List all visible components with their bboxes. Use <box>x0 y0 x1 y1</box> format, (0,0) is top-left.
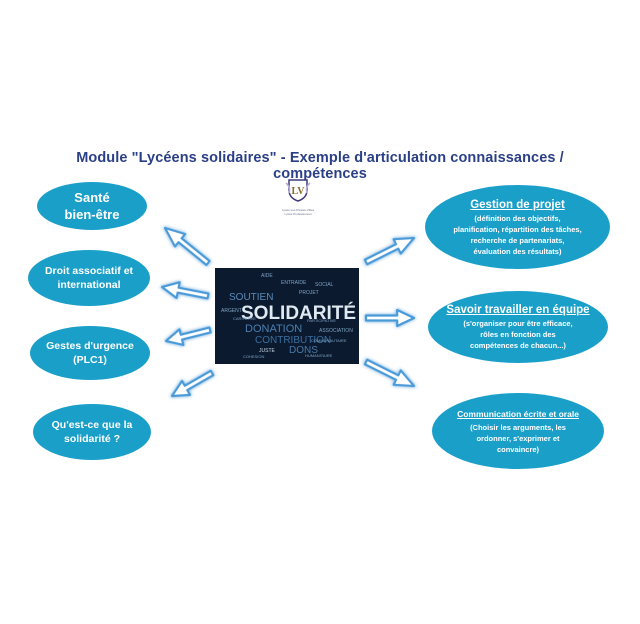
arrow-to-gestion <box>362 231 417 269</box>
node-gestes-urgence: Gestes d'urgence (PLC1) <box>30 326 150 380</box>
word-cloud-word: JUSTE <box>259 348 275 354</box>
word-cloud-word: CARITATIVE <box>233 316 256 321</box>
node-sante-line1: Santé <box>74 190 110 205</box>
node-sante-line2: bien-être <box>64 207 120 222</box>
word-cloud-word: ARGENT <box>221 308 242 314</box>
node-travail-equipe: Savoir travailler en équipe (s'organiser… <box>428 291 608 363</box>
word-cloud-word: PARTICIPATIVE <box>307 318 337 323</box>
node-gestion-sub-3: recherche de partenariats, <box>470 235 565 245</box>
node-equipe-head: Savoir travailler en équipe <box>446 304 590 316</box>
word-cloud-word: SOCIAL <box>315 282 334 288</box>
word-cloud-word: DONS <box>289 345 318 356</box>
node-comm-sub-3: convaincre) <box>496 445 540 454</box>
node-equipe-sub: (s'organiser pour être efficace, rôles e… <box>463 318 572 351</box>
node-comm-head: Communication écrite et orale <box>457 409 579 419</box>
word-cloud-main: SOLIDARITÉ <box>241 303 357 324</box>
node-comm-sub-2: ordonner, s'exprimer et <box>476 434 560 443</box>
word-cloud-word: DONATION <box>245 323 303 335</box>
word-cloud-word: ASSOCIATION <box>319 328 353 334</box>
arrow-to-equipe <box>366 310 414 326</box>
arrow-to-question <box>168 366 216 403</box>
node-gestion-sub-4: évaluation des résultats) <box>473 246 562 256</box>
page-title: Module "Lycéens solidaires" - Exemple d'… <box>76 150 564 182</box>
logo-text: Lycée Les Plessis-Viltes <box>281 208 315 212</box>
node-gestion-head: Gestion de projet <box>470 198 565 211</box>
arrow-to-droit <box>160 279 209 304</box>
arrow-to-gestes <box>164 322 212 349</box>
node-solidarite-question: Qu'est-ce que la solidarité ? <box>33 404 151 460</box>
node-gestion-sub: (définition des objectifs, planification… <box>453 213 581 257</box>
word-cloud-word: COHESION <box>243 354 265 359</box>
shield-icon: LV <box>285 179 311 202</box>
node-equipe-sub-2: rôles en fonction des <box>480 330 556 339</box>
node-sante: Santé bien-être <box>37 182 147 230</box>
node-gestion-sub-2: planification, répartition des tâches, <box>453 224 582 234</box>
school-logo: LV Lycée Les Plessis-Viltes Lycée Profes… <box>268 177 328 227</box>
node-droit-associatif: Droit associatif et international <box>28 250 150 306</box>
word-cloud-word: PROJET <box>299 290 319 296</box>
node-communication: Communication écrite et orale (Choisir l… <box>432 393 604 469</box>
word-cloud-word: ENTRAIDE <box>281 280 307 286</box>
word-cloud-word: AIDE <box>261 273 273 279</box>
logo-subtext: Lycée Professionnel <box>284 212 312 216</box>
solidarity-word-cloud: SOLIDARITÉ DONATION CONTRIBUTION SOUTIEN… <box>215 268 359 364</box>
node-comm-sub: (Choisir les arguments, les ordonner, s'… <box>470 422 566 455</box>
arrow-to-sante <box>160 222 213 269</box>
node-gestes-line1: Gestes d'urgence <box>46 340 134 352</box>
node-question-line1: Qu'est-ce que la <box>51 419 133 431</box>
node-gestion-projet: Gestion de projet (définition des object… <box>425 185 610 269</box>
word-cloud-word: CONTRIBUTION <box>255 335 332 346</box>
node-droit-line2: international <box>57 279 121 291</box>
svg-text:LV: LV <box>292 186 306 197</box>
word-cloud-word: HUMANITAIRE <box>305 353 333 358</box>
arrow-to-communication <box>362 355 417 393</box>
node-gestes-line2: (PLC1) <box>73 354 107 366</box>
word-cloud-word: SOUTIEN <box>229 292 274 303</box>
node-droit-line1: Droit associatif et <box>44 265 134 277</box>
node-equipe-sub-1: (s'organiser pour être efficace, <box>463 319 573 328</box>
node-question-line2: solidarité ? <box>63 433 120 445</box>
node-comm-sub-1: (Choisir les arguments, les <box>470 423 566 432</box>
node-equipe-sub-3: compétences de chacun...) <box>470 341 566 350</box>
word-cloud-word: COMMUNAUTAIRE <box>311 338 347 343</box>
node-gestion-sub-1: (définition des objectifs, <box>474 213 561 223</box>
